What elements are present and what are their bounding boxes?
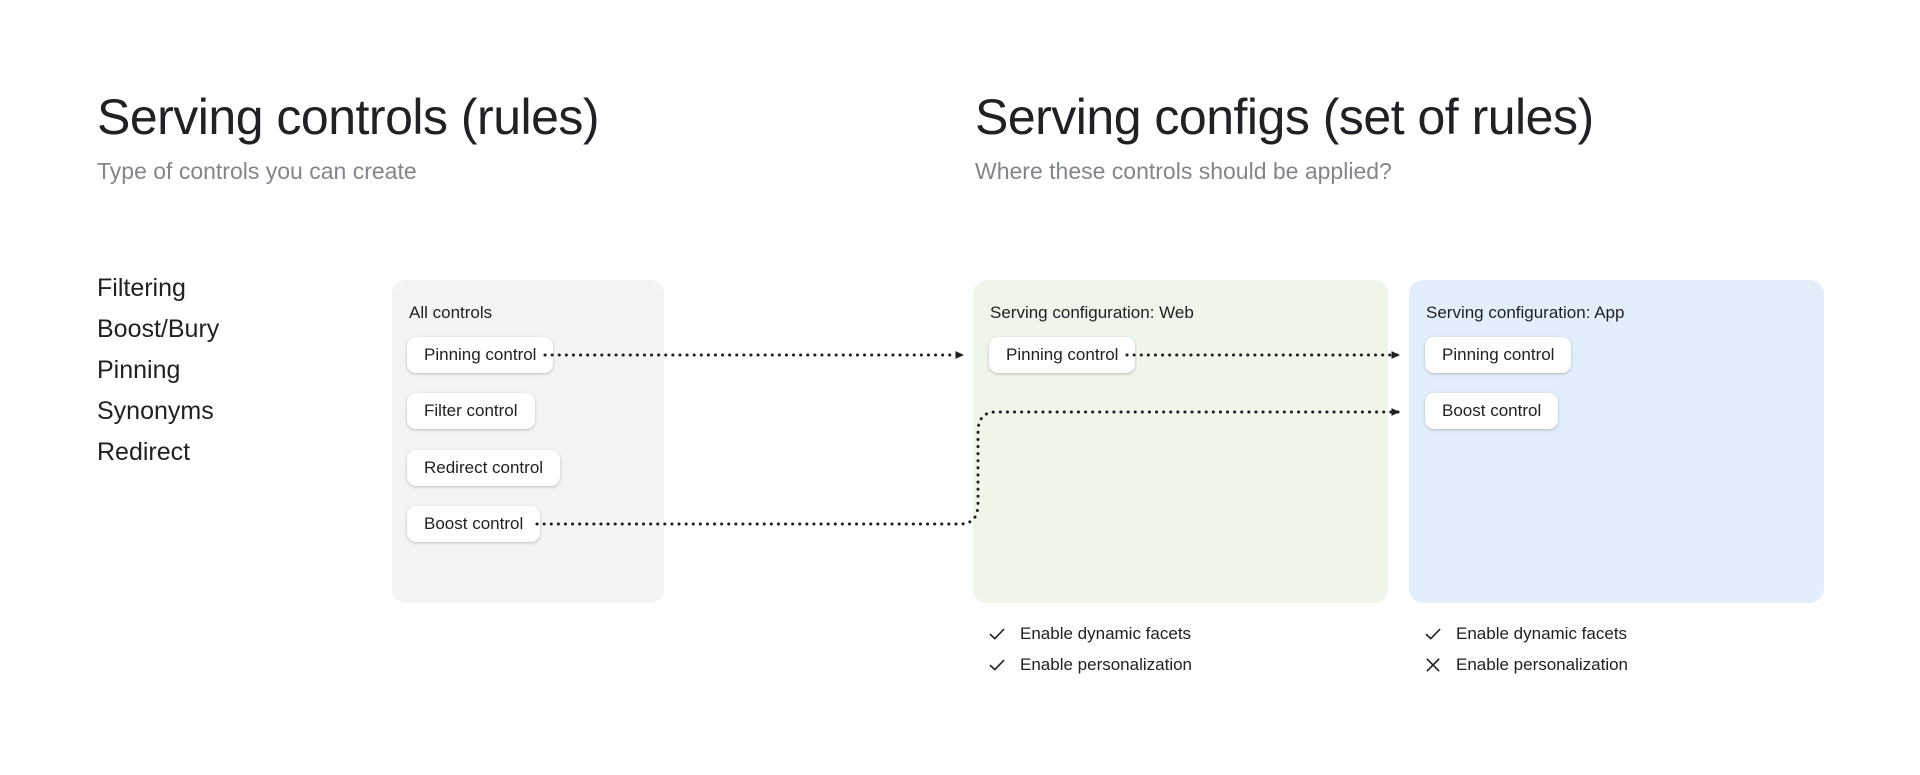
control-type-item: Boost/Bury [97, 315, 220, 343]
control-type-item: Pinning [97, 356, 181, 384]
check-icon [989, 659, 1005, 671]
right-column-header: Serving configs (set of rules) Where the… [975, 88, 1594, 186]
left-column-title: Serving controls (rules) [97, 89, 600, 145]
chip-all-pinning-control[interactable]: Pinning control [407, 337, 554, 373]
control-type-item: Redirect [97, 438, 191, 466]
chip-all-boost-control[interactable]: Boost control [407, 506, 541, 542]
control-type-item: Synonyms [97, 397, 214, 425]
close-icon [1426, 658, 1440, 672]
check-icon [989, 628, 1005, 640]
web-config-panel-title: Serving configuration: Web [990, 303, 1194, 322]
chip-all-redirect-control[interactable]: Redirect control [407, 450, 561, 486]
option-label: Enable personalization [1020, 655, 1193, 674]
option-label: Enable personalization [1456, 655, 1629, 674]
right-column-subtitle: Where these controls should be applied? [975, 158, 1392, 184]
option-label: Enable dynamic facets [1456, 624, 1628, 643]
app-config-panel-title: Serving configuration: App [1426, 303, 1625, 322]
all-controls-panel-title: All controls [409, 303, 493, 322]
option-row-enable-dynamic-facets[interactable]: Enable dynamic facets [988, 624, 1192, 644]
left-column-subtitle: Type of controls you can create [97, 158, 417, 184]
option-label: Enable dynamic facets [1020, 624, 1192, 643]
chip-web-pinning-control[interactable]: Pinning control [989, 337, 1136, 373]
left-column-header: Serving controls (rules) Type of control… [97, 88, 600, 186]
chip-all-filter-control[interactable]: Filter control [407, 393, 535, 429]
all-controls-panel: All controls [392, 280, 664, 603]
check-icon [1425, 628, 1441, 640]
web-config-panel: Serving configuration: Web [973, 280, 1388, 603]
web-config-options: Enable dynamic facets Enable personaliza… [988, 624, 1192, 675]
option-row-enable-personalization[interactable]: Enable personalization [1424, 655, 1628, 675]
control-type-item: Filtering [97, 274, 186, 302]
control-types-list: Filtering Boost/Bury Pinning Synonyms Re… [97, 268, 219, 473]
app-config-panel: Serving configuration: App [1409, 280, 1824, 603]
option-row-enable-dynamic-facets[interactable]: Enable dynamic facets [1424, 624, 1628, 644]
chip-app-boost-control[interactable]: Boost control [1425, 393, 1559, 429]
app-config-options: Enable dynamic facets Enable personaliza… [1424, 624, 1628, 675]
chip-app-pinning-control[interactable]: Pinning control [1425, 337, 1572, 373]
right-column-title: Serving configs (set of rules) [975, 89, 1594, 145]
option-row-enable-personalization[interactable]: Enable personalization [988, 655, 1192, 675]
